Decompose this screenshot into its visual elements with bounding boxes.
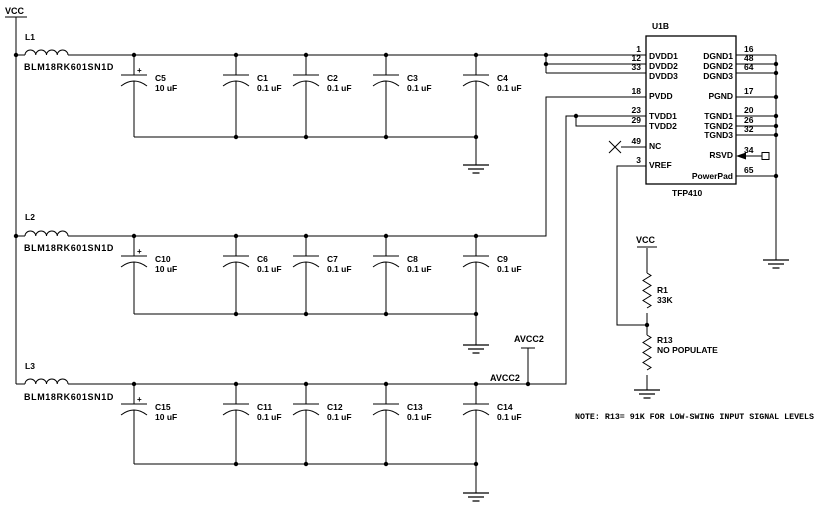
pin-name: TVDD2 bbox=[649, 121, 677, 131]
cap-ref: C3 bbox=[407, 73, 418, 83]
cap-value: 10 uF bbox=[155, 412, 178, 422]
pin-name: PowerPad bbox=[691, 171, 733, 181]
pin-number: 64 bbox=[744, 62, 754, 72]
pin-number: 12 bbox=[631, 53, 641, 63]
pin-name: PVDD bbox=[649, 91, 673, 101]
cap-value: 10 uF bbox=[155, 83, 178, 93]
rsvd-input-arrow-icon bbox=[736, 152, 746, 160]
cap-value: 0.1 uF bbox=[497, 83, 522, 93]
cap-value: 0.1 uF bbox=[407, 412, 432, 422]
pin-number: 3 bbox=[636, 155, 641, 165]
cap-ref: C10 bbox=[155, 254, 171, 264]
cap-value: 10 uF bbox=[155, 264, 178, 274]
inductor-ref: L2 bbox=[25, 212, 35, 222]
cap-ref: C11 bbox=[257, 402, 273, 412]
pin-name: NC bbox=[649, 141, 662, 151]
pin-name: DVDD1 bbox=[649, 51, 678, 61]
pin-number: 48 bbox=[744, 53, 754, 63]
pin-name: DGND2 bbox=[703, 61, 733, 71]
inductor-part-number: BLM18RK601SN1D bbox=[24, 62, 114, 72]
pin-number: 29 bbox=[631, 115, 641, 125]
cap-ref: C4 bbox=[497, 73, 508, 83]
cap-ref: C2 bbox=[327, 73, 338, 83]
cap-value: 0.1 uF bbox=[257, 264, 282, 274]
pin-name: TVDD1 bbox=[649, 111, 677, 121]
cap-polarity-plus: + bbox=[137, 247, 142, 256]
inductor-part-number: BLM18RK601SN1D bbox=[24, 243, 114, 253]
resistor-ref: R13 bbox=[657, 335, 673, 345]
cap-ref: C14 bbox=[497, 402, 513, 412]
pin-number: 18 bbox=[631, 86, 641, 96]
ferrite-bead-coil bbox=[24, 49, 69, 385]
cap-ref: C12 bbox=[327, 402, 343, 412]
inductor-ref: L3 bbox=[25, 361, 35, 371]
cap-ref: C13 bbox=[407, 402, 423, 412]
resistor-value: NO POPULATE bbox=[657, 345, 718, 355]
cap-ref: C8 bbox=[407, 254, 418, 264]
no-connect-x-icon bbox=[608, 140, 622, 154]
pin-number: 49 bbox=[631, 136, 641, 146]
resistor-ref: R1 bbox=[657, 285, 668, 295]
cap-ref: C9 bbox=[497, 254, 508, 264]
cap-value: 0.1 uF bbox=[327, 264, 352, 274]
resistor-symbols bbox=[642, 272, 652, 371]
pin-name: DVDD2 bbox=[649, 61, 678, 71]
cap-value: 0.1 uF bbox=[257, 412, 282, 422]
cap-polarity-plus: + bbox=[137, 66, 142, 75]
cap-ref: C15 bbox=[155, 402, 171, 412]
pin-number: 26 bbox=[744, 115, 754, 125]
cap-ref: C1 bbox=[257, 73, 268, 83]
chip-designator: U1B bbox=[652, 21, 670, 31]
junction-dots bbox=[13, 52, 779, 467]
pin-name: PGND bbox=[708, 91, 733, 101]
pin-name: DVDD3 bbox=[649, 71, 678, 81]
capacitor-symbols bbox=[120, 55, 490, 464]
inductor-ref: L1 bbox=[25, 32, 35, 42]
chip-part-number: TFP410 bbox=[672, 188, 703, 198]
cap-value: 0.1 uF bbox=[407, 83, 432, 93]
pin-name: DGND3 bbox=[703, 71, 733, 81]
cap-value: 0.1 uF bbox=[497, 412, 522, 422]
cap-ref: C6 bbox=[257, 254, 268, 264]
vcc-bias-flag-label: VCC bbox=[636, 235, 656, 245]
avcc2-net-label: AVCC2 bbox=[490, 373, 520, 383]
pin-name: TGND1 bbox=[704, 111, 733, 121]
chip-outline bbox=[645, 35, 737, 185]
resistor-value: 33K bbox=[657, 295, 673, 305]
pin-number: 1 bbox=[636, 44, 641, 54]
pin-number: 23 bbox=[631, 105, 641, 115]
cap-ref: C7 bbox=[327, 254, 338, 264]
pin-number: 32 bbox=[744, 124, 754, 134]
schematic-note: NOTE: R13= 91K FOR LOW-SWING INPUT SIGNA… bbox=[575, 413, 814, 422]
pin-name: TGND2 bbox=[704, 121, 733, 131]
cap-value: 0.1 uF bbox=[497, 264, 522, 274]
pin-name: DGND1 bbox=[703, 51, 733, 61]
cap-value: 0.1 uF bbox=[327, 83, 352, 93]
cap-polarity-plus: + bbox=[137, 395, 142, 404]
vcc-power-flag-label: VCC bbox=[5, 6, 25, 16]
cap-value: 0.1 uF bbox=[407, 264, 432, 274]
pin-name: VREF bbox=[649, 160, 672, 170]
cap-ref: C5 bbox=[155, 73, 166, 83]
pin-number: 65 bbox=[744, 165, 754, 175]
pin-name: RSVD bbox=[709, 150, 733, 160]
pin-number: 34 bbox=[744, 145, 754, 155]
avcc2-power-flag-label: AVCC2 bbox=[514, 334, 544, 344]
ground-symbols bbox=[463, 164, 789, 502]
rsvd-open-square-icon bbox=[761, 152, 770, 160]
inductor-part-number: BLM18RK601SN1D bbox=[24, 392, 114, 402]
pin-number: 20 bbox=[744, 105, 754, 115]
pin-number: 16 bbox=[744, 44, 754, 54]
pin-name: TGND3 bbox=[704, 130, 733, 140]
pin-number: 33 bbox=[631, 62, 641, 72]
cap-value: 0.1 uF bbox=[257, 83, 282, 93]
cap-value: 0.1 uF bbox=[327, 412, 352, 422]
pin-number: 17 bbox=[744, 86, 754, 96]
